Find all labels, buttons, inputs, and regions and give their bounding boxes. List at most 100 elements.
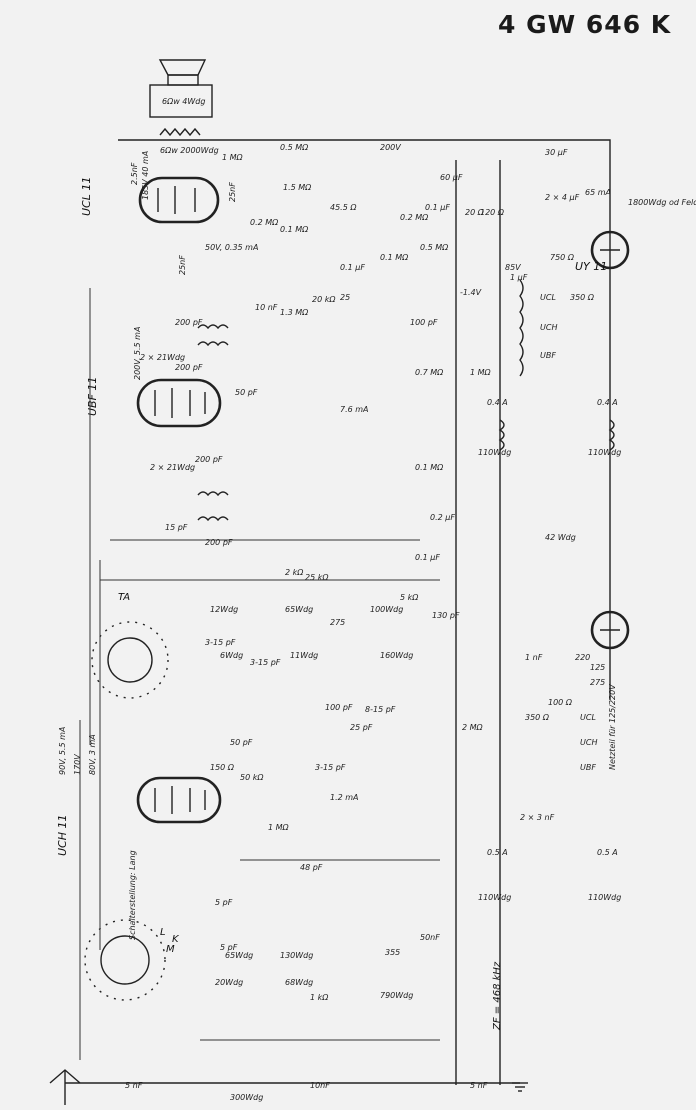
coil-110c-label: 110Wdg (478, 893, 511, 902)
cap-15pf-label: 15 pF (165, 523, 188, 532)
cap-48pf-label: 48 pF (300, 863, 323, 872)
coil-355-label: 355 (385, 948, 400, 957)
cap-2-5nf-label: 2.5nF (130, 162, 139, 185)
psu-uch-label: UCH (580, 738, 597, 747)
switch-m-label: M (166, 944, 175, 955)
cap-100pf-b-label: 100 pF (325, 703, 353, 712)
res-120-label: 120 Ω (480, 208, 505, 217)
cap-275-label: 275 (330, 618, 345, 627)
voltage-uch-80-label: 80V, 3 mA (88, 734, 97, 775)
trimmer-3-15c-label: 3-15 pF (315, 763, 346, 772)
coil-6-label: 6Wdg (220, 651, 243, 660)
res-350-label: 350 Ω (570, 293, 595, 302)
if-frequency-label: ZF = 468 kHz (492, 961, 503, 1031)
uy11-tube: UY 11 (575, 230, 630, 273)
if-coil-2x21-label: 2 × 21Wdg (140, 353, 185, 362)
cap-30uf-label: 30 µF (545, 148, 568, 157)
field-coil-label: 1800Wdg od Feld 650 Ω (628, 198, 696, 207)
fuse-04a-label: 0.4 A (487, 398, 508, 407)
current-12-label: 1.2 mA (330, 793, 359, 802)
cap-01uf-b-label: 0.1 µF (340, 263, 365, 272)
if-cap-200b-label: 200 pF (175, 363, 203, 372)
coil-160-label: 160Wdg (380, 651, 413, 660)
res-01m-d-label: 0.1 MΩ (415, 463, 444, 472)
current-76-label: 7.6 mA (340, 405, 369, 414)
res-5k-label: 5 kΩ (400, 593, 419, 602)
uch11-tube: UCH 11 (56, 776, 222, 857)
res-100-label: 100 Ω (548, 698, 573, 707)
cap-02uf-label: 0.2 µF (430, 513, 455, 522)
fuse-04a-b-label: 0.4 A (597, 398, 618, 407)
uy-cap-label: 1 µF (510, 273, 528, 282)
cap-50nf-label: 50nF (420, 933, 440, 942)
coil-300-label: 300Wdg (230, 1093, 263, 1102)
res-25k-label: 25 kΩ (305, 573, 329, 582)
res-1m-4-label: 1 MΩ (268, 823, 290, 832)
heater-uch-label: UCH (540, 323, 557, 332)
mains-coil-left: 0.4 A 110Wdg (478, 398, 511, 457)
res-02m-label: 0.2 MΩ (250, 218, 279, 227)
ground-symbol (512, 1082, 528, 1092)
tube-ucl11-label: UCL 11 (80, 177, 93, 216)
coil-110-b-label: 110Wdg (588, 448, 621, 457)
psu-ucl-label: UCL (580, 713, 596, 722)
res-01m-label: 0.1 MΩ (280, 225, 309, 234)
tube-ubf11-label: UBF 11 (86, 377, 99, 416)
res-2m-label: 2 MΩ (462, 723, 484, 732)
res-275-label: 275 (590, 678, 605, 687)
res-13m-label: 1.3 MΩ (280, 308, 309, 317)
coil-100-label: 100Wdg (370, 605, 403, 614)
tube-uy11-label: UY 11 (575, 260, 607, 273)
coil-11-label: 11Wdg (290, 651, 318, 660)
psu-ubf-label: UBF (580, 763, 596, 772)
cap-01uf-label: 0.1 µF (425, 203, 450, 212)
cap-10nf-b-label: 10nF (310, 1081, 330, 1090)
switch-l-label: L (160, 927, 166, 938)
output-transformer: 6Ωw 4Wdg 6Ωw 2000Wdg (149, 84, 219, 155)
heater-ubf-label: UBF (540, 351, 556, 360)
res-01m-c-label: 0.1 MΩ (380, 253, 409, 262)
cap-60uf-label: 60 µF (440, 173, 463, 182)
heater-chain: UCL UCH UBF (519, 279, 557, 377)
switch-k-label: K (172, 934, 180, 945)
res-2k-label: 2 kΩ (285, 568, 304, 577)
res-125-label: 125 (590, 663, 605, 672)
tube-uch11-label: UCH 11 (56, 815, 69, 857)
trimmer-3-15b-label: 3-15 pF (250, 658, 281, 667)
coil-110d-label: 110Wdg (588, 893, 621, 902)
trimmer-8-15-label: 8-15 pF (365, 705, 396, 714)
coil-130-label: 130Wdg (280, 951, 313, 960)
cap-5nf-2-label: 5 nF (470, 1081, 488, 1090)
res-455-label: 45.5 Ω (330, 203, 357, 212)
res-02m-b-label: 0.2 MΩ (400, 213, 429, 222)
wave-switch-lower: L K M (84, 919, 180, 1001)
voltage-50-label: 50V, 0.35 mA (205, 243, 258, 252)
res-1k-label: 1 kΩ (310, 993, 329, 1002)
if-transformer-1: 200 pF 200 pF 2 × 21Wdg (140, 318, 229, 372)
ubf11-tube: UBF 11 (86, 377, 222, 428)
model-title: 4 GW 646 K (498, 10, 672, 39)
cap-25pf-label: 25 pF (350, 723, 373, 732)
coil-110-label: 110Wdg (478, 448, 511, 457)
power-supply-panel: Netzteil für 125/220V 125 275 220 350 Ω … (478, 610, 630, 902)
rail-200v-label: 200V (380, 143, 401, 152)
cap-1nf-label: 1 nF (525, 653, 543, 662)
ht-rail (118, 139, 611, 700)
cap-25nf-a-label: 25nF (228, 182, 237, 202)
res-150-label: 150 Ω (210, 763, 235, 772)
cap-50pf-label: 50 pF (235, 388, 258, 397)
mains-coil-right: 0.4 A 110Wdg (588, 398, 621, 457)
transformer-label: 6Ωw 2000Wdg (160, 146, 219, 155)
fuse-05a-b-label: 0.5 A (597, 848, 618, 857)
res-05m-b-label: 0.5 MΩ (420, 243, 449, 252)
res-350b-label: 350 Ω (525, 713, 550, 722)
wave-switch-upper (91, 621, 169, 699)
cap-01uf-e-label: 0.1 µF (415, 553, 440, 562)
cap-5pf-b-label: 5 pF (220, 943, 238, 952)
voltage-185-label: 185V 40 mA (141, 151, 150, 200)
res-50k-label: 50 kΩ (240, 773, 264, 782)
wiring (79, 288, 440, 1060)
cap-5pf-label: 5 pF (215, 898, 233, 907)
res-20k-label: 20 kΩ (312, 295, 336, 304)
